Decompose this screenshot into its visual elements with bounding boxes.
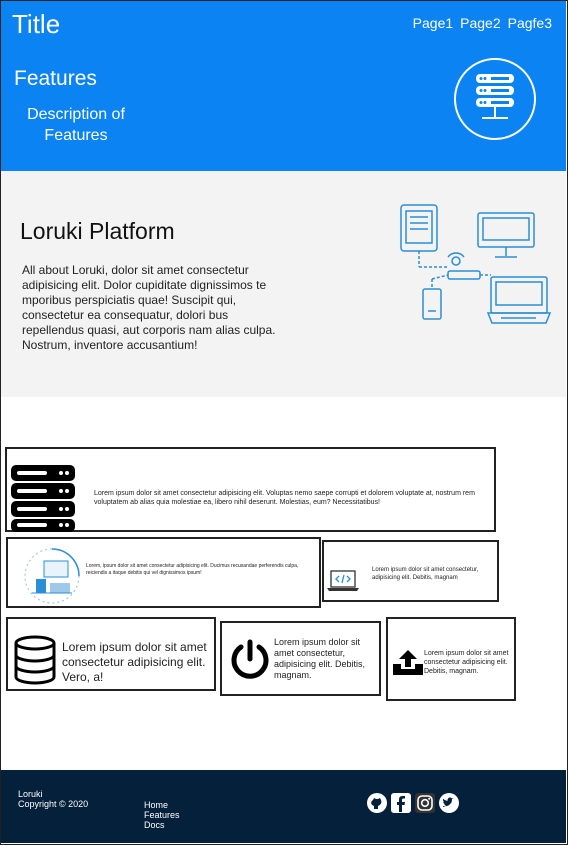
twitter-icon[interactable] (438, 792, 460, 814)
database-icon (14, 635, 56, 685)
instagram-icon[interactable] (414, 792, 436, 814)
features-heading: Features (14, 67, 97, 90)
footer-brand-name: Loruki (18, 789, 43, 799)
nav-link-page3[interactable]: Pagfe3 (507, 15, 552, 31)
github-icon[interactable] (366, 792, 388, 814)
feature-card-2: Lorem, ipsum dolor sit amet consectetur … (6, 537, 321, 608)
feature-card-6: Lorem ipsum dolor sit amet consectetur a… (386, 617, 516, 701)
feature-card-4: Lorem ipsum dolor sit amet consectetur a… (6, 617, 216, 691)
code-laptop-icon (327, 570, 359, 591)
card-text: Lorem ipsum dolor sit amet consectetur a… (94, 490, 475, 506)
server-circle-icon (454, 58, 536, 140)
nav-link-page1[interactable]: Page1 (412, 15, 454, 31)
footer-links: Home Features Docs (144, 800, 180, 830)
card-text: Lorem ipsum dolor sit amet consectetur, … (372, 567, 479, 581)
platform-description: All about Loruki, dolor sit amet consect… (22, 263, 276, 352)
footer-link-docs[interactable]: Docs (144, 820, 165, 830)
power-icon (231, 639, 269, 679)
site-title[interactable]: Title (12, 9, 61, 39)
feature-card-3: Lorem ipsum dolor sit amet consectetur, … (322, 540, 499, 602)
platform-section: Loruki Platform All about Loruki, dolor … (1, 171, 566, 397)
footer-link-home[interactable]: Home (144, 800, 169, 810)
server-stack-icon (11, 465, 75, 532)
network-devices-icon (400, 204, 552, 324)
feature-card-5: Lorem ipsum dolor sit amet consectetur, … (220, 621, 381, 696)
features-description: Description of Features (27, 106, 125, 144)
card-text: Lorem, ipsum dolor sit amet consectetur … (86, 563, 299, 576)
footer-copyright: Copyright © 2020 (18, 799, 89, 809)
feature-card-1: Lorem ipsum dolor sit amet consectetur a… (5, 447, 496, 532)
footer-link-features[interactable]: Features (144, 810, 180, 820)
header: Title Page1 Page2 Pagfe3 Features Descri… (1, 1, 566, 171)
nav-link-page2[interactable]: Page2 (460, 15, 501, 31)
facebook-icon[interactable] (390, 792, 412, 814)
card-text: Lorem ipsum dolor sit amet consectetur, … (274, 637, 366, 680)
top-nav: Page1 Page2 Pagfe3 (413, 15, 552, 31)
social-links (366, 792, 460, 814)
card-text: Lorem ipsum dolor sit amet consectetur a… (62, 640, 207, 684)
upload-tray-icon (393, 650, 423, 675)
platform-heading: Loruki Platform (20, 218, 175, 244)
footer: Loruki Copyright © 2020 Home Features Do… (1, 770, 566, 843)
card-text: Lorem ipsum dolor sit amet consectetur a… (424, 650, 509, 675)
footer-brand: Loruki Copyright © 2020 (18, 789, 88, 809)
workspace-illustration-icon (24, 548, 80, 604)
